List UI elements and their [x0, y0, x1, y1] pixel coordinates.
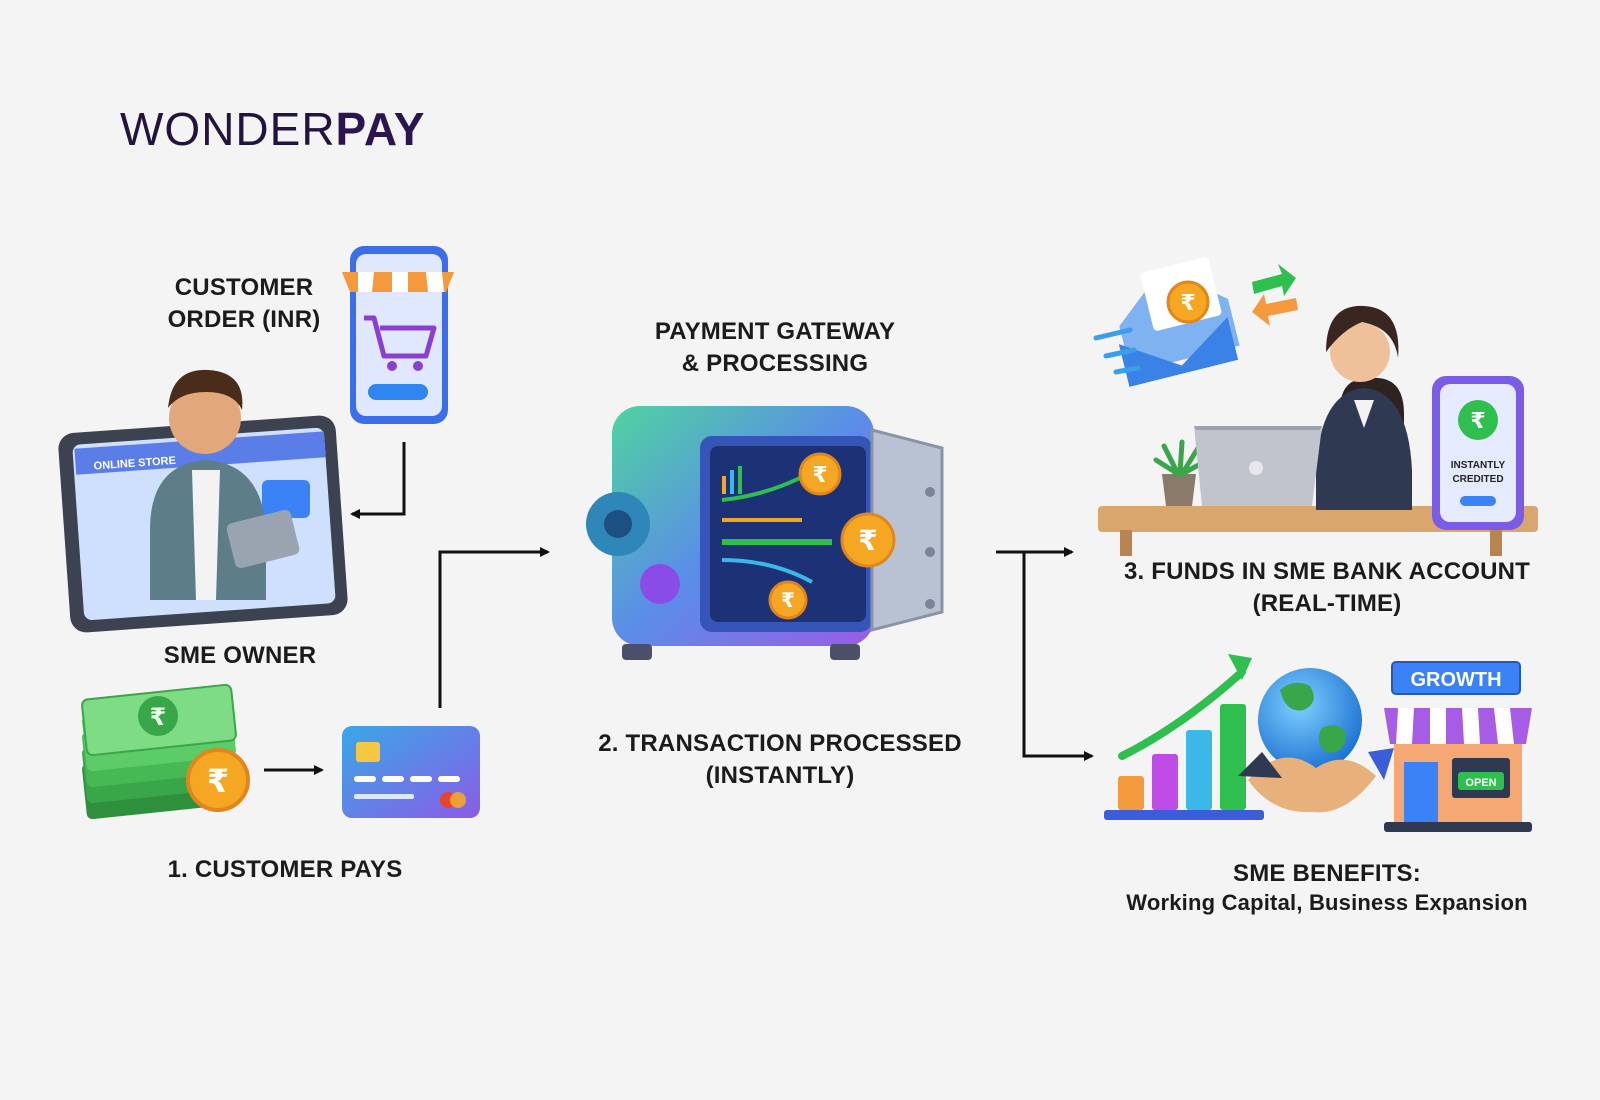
- gateway-label: PAYMENT GATEWAY & PROCESSING: [600, 316, 950, 380]
- rupee-symbol: ₹: [150, 703, 167, 731]
- instantly-text: INSTANTLY: [1451, 460, 1506, 471]
- wonderpay-logo: WONDERPAY: [120, 102, 426, 156]
- online-store-text: ONLINE STORE: [93, 455, 176, 473]
- arrow-card-to-gateway: [438, 547, 550, 708]
- customer-order-line-2: ORDER (INR): [167, 306, 321, 333]
- phone-cart-icon: [342, 246, 454, 424]
- customer-pays-label: 1. CUSTOMER PAYS: [140, 854, 430, 886]
- logo-text-wonder: WONDER: [120, 103, 336, 155]
- cash-stack-icon: ₹ ₹: [81, 683, 250, 820]
- sme-benefits-label: SME BENEFITS: Working Capital, Business …: [1090, 858, 1564, 916]
- rupee-coin-symbol: ₹: [207, 762, 229, 800]
- funds-line-1: 3. FUNDS IN SME BANK ACCOUNT: [1123, 558, 1531, 585]
- phone-rupee: ₹: [1470, 409, 1485, 434]
- customer-order-line-1: CUSTOMER: [174, 274, 314, 301]
- credit-card-icon: [342, 726, 480, 818]
- growth-bars-icon: [1104, 654, 1264, 820]
- customer-order-label: CUSTOMER ORDER (INR): [144, 272, 344, 336]
- gateway-line-2: & PROCESSING: [681, 350, 869, 377]
- safe-rupee-2: ₹: [858, 524, 877, 557]
- benefits-subtitle: Working Capital, Business Expansion: [1126, 890, 1528, 915]
- safe-rupee-3: ₹: [781, 588, 795, 612]
- payment-safe-icon: ₹ ₹ ₹: [586, 406, 944, 660]
- sme-owner-tablet: ONLINE STORE: [58, 369, 348, 633]
- transaction-processed-label: 2. TRANSACTION PROCESSED (INSTANTLY): [570, 728, 990, 792]
- logo-text-pay: PAY: [335, 103, 426, 155]
- growth-store-icon: GROWTH OPEN: [1384, 661, 1532, 832]
- arrow-gateway-split: [996, 547, 1094, 761]
- envelope-payment-icon: ₹: [1093, 257, 1298, 387]
- credited-text: CREDITED: [1452, 474, 1503, 485]
- growth-sign-text: GROWTH: [1410, 669, 1501, 691]
- arrow-order-to-owner: [350, 442, 406, 519]
- safe-rupee-1: ₹: [812, 463, 827, 488]
- gateway-line-1: PAYMENT GATEWAY: [654, 318, 896, 345]
- open-sign-text: OPEN: [1465, 777, 1496, 789]
- sme-owner-label: SME OWNER: [120, 640, 360, 672]
- funds-label: 3. FUNDS IN SME BANK ACCOUNT (REAL-TIME): [1090, 556, 1564, 620]
- envelope-rupee: ₹: [1180, 291, 1195, 316]
- processed-line-2: (INSTANTLY): [705, 762, 855, 789]
- globe-handshake-icon: [1238, 668, 1394, 813]
- sme-woman-desk: ₹ INSTANTLY CREDITED: [1098, 305, 1538, 556]
- sme-owner-text: SME OWNER: [163, 642, 317, 669]
- funds-line-2: (REAL-TIME): [1252, 590, 1402, 617]
- benefits-title: SME BENEFITS:: [1233, 860, 1421, 887]
- customer-pays-text: 1. CUSTOMER PAYS: [167, 856, 403, 883]
- processed-line-1: 2. TRANSACTION PROCESSED: [598, 730, 962, 757]
